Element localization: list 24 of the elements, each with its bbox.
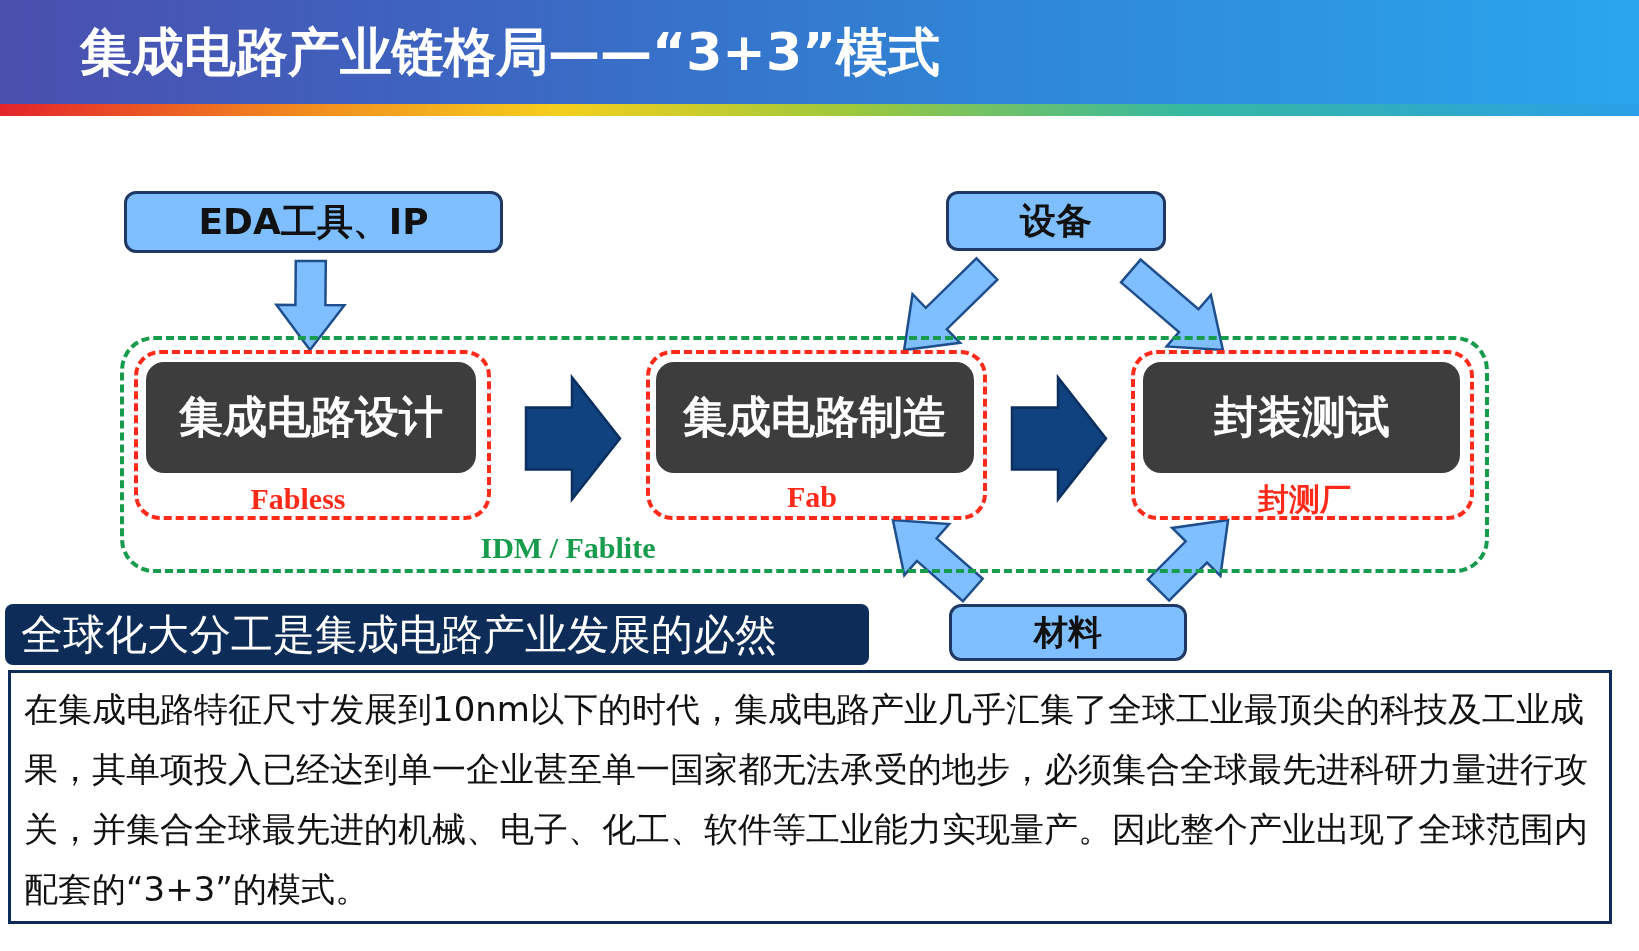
dashed-frame	[120, 336, 1489, 573]
process-box: 封装测试	[1143, 362, 1460, 473]
block-arrow	[902, 256, 1000, 352]
block-arrow	[273, 259, 347, 353]
text-panel: 在集成电路特征尺寸发展到10nm以下的时代，集成电路产业几乎汇集了全球工业最顶尖的科技及工业成果，其单项投入已经达到单一企业甚至单一国家都无法承受的地步，必须集合全球最先进科研力量进行攻关，并集合全球最先进的机械、电子、化工、软件等工业能力实现量产。因此整个产业出现了全球范围内配套的“3+3”的模式。	[8, 670, 1612, 924]
dashed-frame	[646, 350, 987, 520]
process-box: 集成电路制造	[656, 362, 974, 473]
frame-label: 封测厂	[1257, 482, 1351, 516]
frame-label: IDM / Fablite	[480, 531, 656, 565]
resource-box: 材料	[949, 604, 1187, 661]
resource-box: 设备	[946, 191, 1166, 251]
block-arrow	[1146, 518, 1230, 603]
block-arrow	[891, 518, 985, 604]
frame-label: Fabless	[250, 482, 346, 516]
dashed-frame	[134, 350, 491, 520]
block-arrow	[1010, 373, 1108, 503]
dashed-frame	[1131, 350, 1474, 520]
frame-label: Fab	[787, 480, 837, 514]
block-arrow	[1119, 257, 1225, 352]
process-box: 集成电路设计	[146, 362, 476, 473]
resource-box: EDA工具、IP	[124, 191, 503, 253]
page-title: 集成电路产业链格局——“3+3”模式	[80, 22, 941, 82]
block-arrow	[524, 373, 622, 503]
headline-banner: 全球化大分工是集成电路产业发展的必然	[5, 604, 869, 665]
